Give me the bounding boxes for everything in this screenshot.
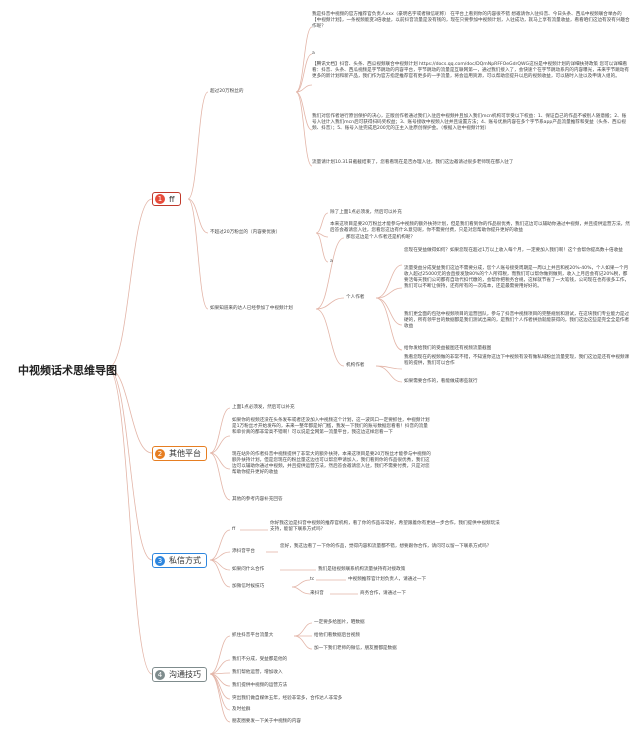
node-text: 我们更全面的包括中视频项目的运营团队，参与了抖音中视频项目的完整规划和测试，在这… [404,312,630,329]
node-text: a [312,51,315,56]
node-text: a [330,259,333,264]
node-tc: tc [310,577,315,582]
node-wechat-tips: 加微信时候技巧 [232,584,265,589]
branch-number-badge: 4 [155,669,165,680]
node-grab-traffic: 抓住抖音平台流量大 [232,633,274,638]
node-text: 给他们看数据后台视频 [314,633,360,638]
node-text: 及时拉群 [232,707,251,712]
node-text: 我看您现在的视频做的非常不错，不知道你这边下中视频有没有做私域粉丝流量变现，我们… [404,355,630,366]
branch-label: 沟通技巧 [169,670,201,679]
node-text: 我们帮他运营，增加收入 [232,670,283,675]
node-text: 如果需要合作的，看能做成哪些就行 [404,379,478,384]
branch-number-badge: 3 [155,555,165,566]
mindmap-root-title: 中视频话术思维导图 [18,364,117,377]
node-text: 突出我们做自媒体五年，经验非常多，合作达人非常多 [232,696,343,701]
node-text: 给你发给我们的受益截图还有视频流量截图 [404,346,492,351]
branch-number-badge: 1 [155,194,165,204]
branch-communication-skills[interactable]: 4 沟通技巧 [152,667,207,682]
branch-private-message[interactable]: 3 私信方式 [152,553,207,568]
node-text: 我是抖音中视频的官方推荐官负责人xxx（豪明名字或者微信昵称） 在平台上看到你的… [312,12,630,29]
node-text: 那您这边是个人作者还是机构呢？ [346,235,415,240]
branch-label: 其他平台 [169,449,201,458]
node-text: 除了上面1点必须发，然后可以补充 [330,210,402,215]
node-text: 其他的参考内容补充回答 [232,497,283,502]
node-personal-creator: 个人作者 [346,295,365,300]
node-under-200k-fans: 不超过20万粉丝的（内容要优质） [210,230,281,235]
node-text: 您现在受益做得如何？如果您现在超过1万以上收入每个月，一定要加入我们啊！这个会帮… [404,248,623,253]
node-from-douyin: 来抖音 [310,591,324,596]
node-text: 一定要多给图片，晒数据 [314,620,365,625]
node-text: 朋友圈要发一下关于中视频的内容 [232,719,301,724]
node-text: 商务合作，请通过一下 [360,591,406,596]
node-text: 您好，我这边看了一下你的作品，觉得内容和流量都不错，想要跟你合作，请问可以留一下… [280,544,492,549]
branch-ff[interactable]: 1 ff [152,192,181,206]
node-text: 本来这项目是要20万粉丝才能参与中视频的额外扶持计划，但是我们看到你的作品很优秀… [330,222,630,233]
branch-label: ff [169,194,175,204]
node-text: 我们提供中视频的运营方法 [232,683,288,688]
node-text: 加一下我们老师的微信，朋友圈都是数据 [314,646,397,651]
node-text: 如果你的视频还没在头条发布或者还没加入中视频这个计划，这一波风口一定要抓住，中视… [232,418,430,435]
node-over-200k-fans: 超过20万粉丝的 [210,89,244,94]
node-org-creator: 机构作者 [346,363,365,368]
node-ff: ff [232,527,236,532]
node-text: 我们不分成，受益都是他的 [232,657,288,662]
node-existing-creator: 如果知道来的达人已经参加了中视频计划 [210,306,293,311]
node-text: 流量请计划10.31日截截结束了，您看看现在是否办理入驻，我们这边邀请过很多老师… [312,160,514,165]
node-text: 流量受益分成受益我们这边不需要分成，您个人账号接受周期是一周以上并且和视20%-… [404,266,630,289]
node-text: 我们是短视频联系机构流量扶持有对接政策 [318,567,406,572]
node-text: 上面1点必须发，然后可以补充 [232,405,295,410]
node-text: 我们对您作者进行原创保护的决心，正版创作者通过我们入驻后中视频并且加入我们mcn… [312,114,627,131]
branch-number-badge: 2 [155,448,165,459]
node-ask-cooperation: 如果问什么合作 [232,567,265,572]
branch-other-platforms[interactable]: 2 其他平台 [152,446,207,461]
node-add-douyin: 添抖音平台 [232,549,255,554]
branch-label: 私信方式 [169,556,201,565]
node-text: 你好我这边是抖音中视频的推荐官机构，看了你的作品非常好，希望跟着你有更进一步合作… [270,521,500,532]
node-text: 现在站外的作者抖音中视频提供了非常大的额外扶持，本来这项目是要20万粉丝才能参与… [232,452,431,475]
node-text: 中视频推荐官计划负责人，请通过一下 [348,577,427,582]
node-text: 【腾讯文档】抖音、头条、西瓜视频联合中视频计划 https://docs.qq.… [312,62,629,79]
